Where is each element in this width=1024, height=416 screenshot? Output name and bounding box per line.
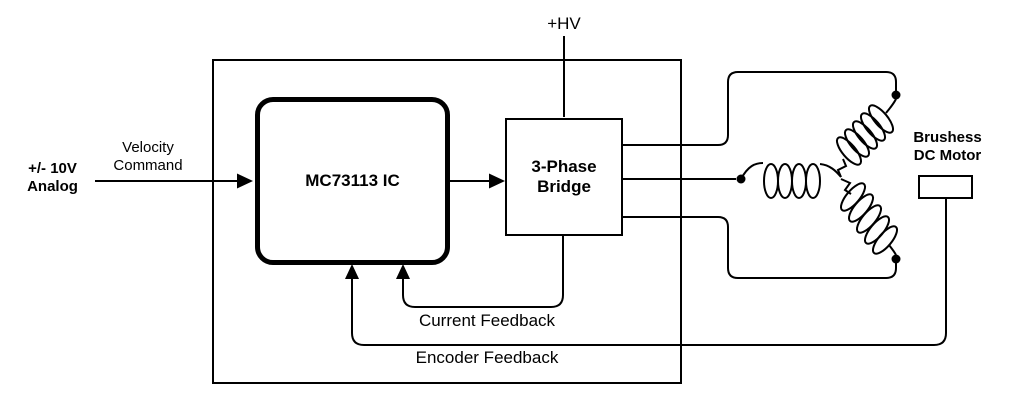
current-feedback-label: Current Feedback <box>418 311 556 330</box>
controller-board-outline <box>212 59 682 384</box>
winding-coil-bottom <box>839 178 899 256</box>
current-feedback-arrowhead <box>396 264 410 279</box>
velocity-arrowhead <box>237 173 253 189</box>
encoder-feedback-arrowhead <box>345 264 359 279</box>
encoder-feedback-line <box>351 199 947 346</box>
winding-coil-top <box>835 98 897 178</box>
junction-dot-bottom <box>891 254 901 264</box>
junction-dot-middle <box>736 174 746 184</box>
encoder-feedback-label: Encoder Feedback <box>415 348 559 367</box>
phase-line-top <box>623 71 897 146</box>
motor-body-block <box>918 175 973 199</box>
three-phase-bridge-label: 3-Phase Bridge <box>531 156 597 196</box>
mc73113-ic-block: MC73113 IC <box>255 97 450 265</box>
mc73113-ic-label: MC73113 IC <box>305 170 400 190</box>
velocity-command-label: Velocity Command <box>113 139 183 174</box>
junction-dot-top <box>891 90 901 100</box>
phase-line-bottom <box>623 216 897 279</box>
analog-input-label: +/- 10V Analog <box>27 160 78 195</box>
three-phase-bridge-block: 3-Phase Bridge <box>505 118 623 236</box>
brushless-dc-motor-label: Brushess DC Motor <box>913 129 982 164</box>
winding-coil-left <box>740 162 842 199</box>
ic-output-arrowhead <box>489 173 505 189</box>
hv-supply-label: +HV <box>547 14 581 33</box>
current-feedback-line <box>402 236 564 308</box>
